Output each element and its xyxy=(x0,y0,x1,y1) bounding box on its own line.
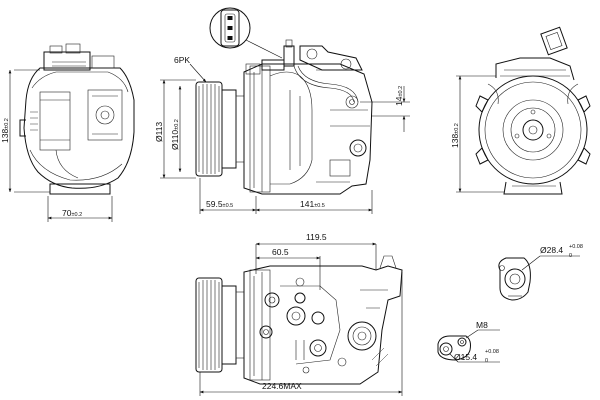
belt-label: 6PK xyxy=(174,55,190,65)
pulley-inner-dia-label: Ø110±0.2 xyxy=(170,119,180,150)
pulley-offset-label: 59.5±0.5 xyxy=(206,199,233,209)
port-small-tol-lower: 0 xyxy=(485,358,488,364)
port-large-tol-lower: 0 xyxy=(569,253,572,259)
front-view: 138±0.2 70±0.2 xyxy=(0,43,135,222)
port-detail-small: M8 Ø15.4 +0.08 0 xyxy=(437,320,500,364)
front-height-label: 138±0.2 xyxy=(0,118,10,143)
port-small-thread-label: M8 xyxy=(476,320,488,330)
top-length-1-label: 119.5 xyxy=(306,232,327,242)
port-large-tol-upper: +0.08 xyxy=(569,244,583,250)
rear-height-label: 138±0.2 xyxy=(450,123,460,148)
port-offset-label: 14±0.2 xyxy=(394,86,404,106)
pulley-dia-label: Ø113 xyxy=(154,122,164,142)
port-detail-large: Ø28.4 +0.08 0 xyxy=(498,244,583,301)
top-view: 119.5 60.5 224.6MAX xyxy=(195,232,403,396)
front-width-label: 70±0.2 xyxy=(62,208,82,218)
max-length-label: 224.6MAX xyxy=(262,381,302,391)
rear-view: 138±0.2 xyxy=(450,26,591,195)
port-large-dia-label: Ø28.4 xyxy=(540,245,563,255)
body-length-label: 141±0.5 xyxy=(300,199,325,209)
port-small-tol-upper: +0.08 xyxy=(485,349,499,355)
top-length-2-label: 60.5 xyxy=(272,247,289,257)
side-view: 6PK Ø113 Ø110±0.2 59.5±0.5 141±0.5 14±0.… xyxy=(154,7,410,214)
port-small-dia-label: Ø15.4 xyxy=(454,352,477,362)
